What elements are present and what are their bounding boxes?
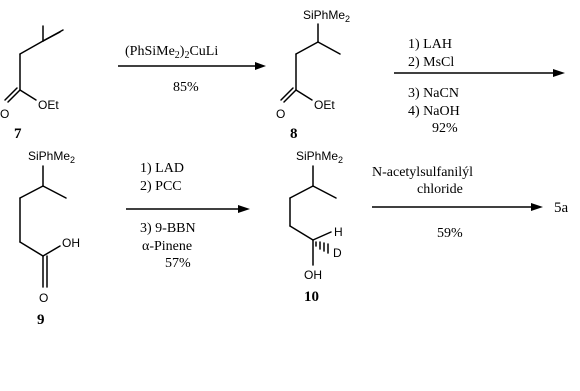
arrowhead bbox=[553, 69, 565, 77]
compound-number-10: 10 bbox=[304, 289, 319, 305]
bond bbox=[42, 245, 61, 257]
hydrogen-label: H bbox=[334, 225, 343, 239]
product-5a: 5a bbox=[554, 200, 569, 216]
compound-10: SiPhMe2 H D OH 10 bbox=[289, 149, 343, 305]
compound-8: SiPhMe2 O OEt 8 bbox=[276, 8, 350, 142]
bond bbox=[317, 41, 341, 55]
reagent-step-1: 1) LAH bbox=[408, 37, 452, 52]
bond bbox=[289, 225, 314, 241]
yield-label: 92% bbox=[432, 121, 458, 136]
yield-label: 85% bbox=[173, 80, 199, 95]
bond bbox=[280, 87, 294, 101]
reagent-step-1: 1) LAD bbox=[140, 161, 184, 176]
ethoxy-label: OEt bbox=[38, 98, 59, 112]
deuterium-label: D bbox=[333, 246, 342, 260]
bond bbox=[42, 185, 67, 199]
bond bbox=[312, 185, 337, 199]
bond bbox=[7, 89, 21, 103]
arrowhead bbox=[238, 205, 250, 213]
silyl-group-label: SiPhMe2 bbox=[28, 149, 75, 165]
hydroxyl-label: OH bbox=[62, 236, 80, 250]
compound-7: O OEt 7 bbox=[0, 25, 64, 142]
yield-label: 59% bbox=[437, 226, 463, 241]
bond bbox=[295, 41, 319, 55]
reagent-step-2: 2) MsCl bbox=[408, 55, 454, 70]
reagent-step-4: α-Pinene bbox=[142, 239, 192, 254]
ethoxy-label: OEt bbox=[314, 98, 335, 112]
reaction-arrow-4: N-acetylsulfanilýl chloride 59% bbox=[372, 165, 543, 241]
bond bbox=[19, 89, 37, 101]
bond bbox=[19, 40, 44, 55]
bond bbox=[19, 185, 44, 199]
compound-number-9: 9 bbox=[37, 312, 45, 328]
reagent-step-3: 3) 9-BBN bbox=[140, 221, 196, 236]
arrowhead bbox=[255, 62, 266, 70]
reagent-step-4: 4) NaOH bbox=[408, 104, 460, 119]
bond bbox=[295, 89, 313, 101]
cuprate-reagent: (PhSiMe2)2CuLi bbox=[125, 44, 218, 61]
silyl-group-label: SiPhMe2 bbox=[296, 149, 343, 165]
compound-9: SiPhMe2 OH O 9 bbox=[19, 149, 80, 328]
hashed-wedge-bond bbox=[315, 241, 329, 254]
reaction-arrow-2: 1) LAH 2) MsCl 3) NaCN 4) NaOH 92% bbox=[394, 37, 565, 136]
reagent-step-3: 3) NaCN bbox=[408, 86, 459, 101]
hydroxyl-label: OH bbox=[304, 268, 322, 282]
oxygen-label: O bbox=[39, 291, 48, 305]
reagent-line-1: N-acetylsulfanilýl bbox=[372, 165, 473, 180]
bond bbox=[42, 31, 61, 42]
reaction-arrow-1: (PhSiMe2)2CuLi 85% bbox=[118, 44, 266, 95]
oxygen-label: O bbox=[0, 107, 9, 121]
reagent-line-2: chloride bbox=[417, 182, 463, 197]
bond bbox=[19, 241, 44, 257]
reagent-step-2: 2) PCC bbox=[140, 179, 182, 194]
bond bbox=[4, 87, 18, 101]
arrowhead bbox=[531, 203, 543, 211]
reaction-arrow-3: 1) LAD 2) PCC 3) 9-BBN α-Pinene 57% bbox=[126, 161, 250, 271]
yield-label: 57% bbox=[165, 256, 191, 271]
silyl-group-label: SiPhMe2 bbox=[303, 8, 350, 24]
bond bbox=[312, 231, 332, 241]
compound-number-8: 8 bbox=[290, 126, 298, 142]
compound-number-7: 7 bbox=[14, 126, 22, 142]
oxygen-label: O bbox=[276, 107, 285, 121]
bond bbox=[283, 89, 297, 103]
bond bbox=[289, 185, 314, 199]
